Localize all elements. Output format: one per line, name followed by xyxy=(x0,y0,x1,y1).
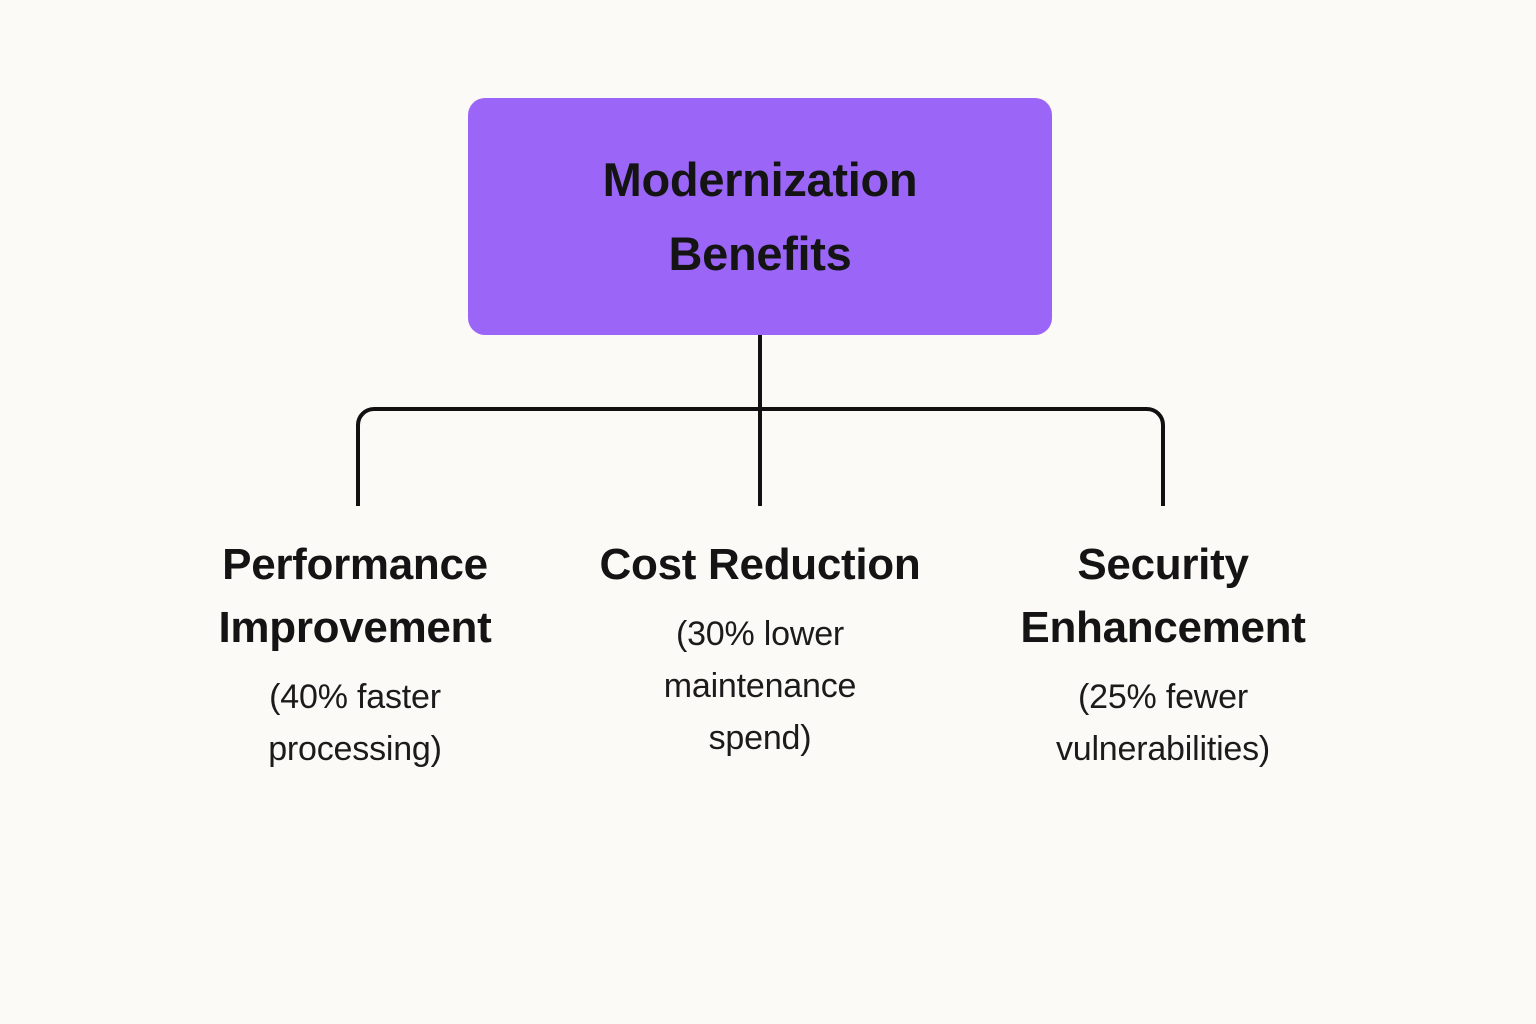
connector-branch-right xyxy=(760,407,1165,506)
leaf-node-performance-improvement[interactable]: Performance Improvement (40% faster proc… xyxy=(169,533,541,775)
root-node-modernization-benefits[interactable]: Modernization Benefits xyxy=(468,98,1052,335)
leaf-node-title: Cost Reduction xyxy=(599,540,921,589)
leaf-node-cost-reduction[interactable]: Cost Reduction (30% lower maintenance sp… xyxy=(574,533,946,764)
leaf-node-title: Performance Improvement xyxy=(218,540,492,652)
leaf-node-detail: (30% lower maintenance spend) xyxy=(663,615,857,757)
leaf-node-detail: (40% faster processing) xyxy=(268,678,442,768)
leaf-node-security-enhancement[interactable]: Security Enhancement (25% fewer vulnerab… xyxy=(977,533,1349,775)
root-node-label: Modernization Benefits xyxy=(602,152,918,280)
connector-branch-left xyxy=(356,407,760,506)
leaf-node-detail: (25% fewer vulnerabilities) xyxy=(1055,678,1271,768)
leaf-node-title: Security Enhancement xyxy=(1020,540,1306,652)
